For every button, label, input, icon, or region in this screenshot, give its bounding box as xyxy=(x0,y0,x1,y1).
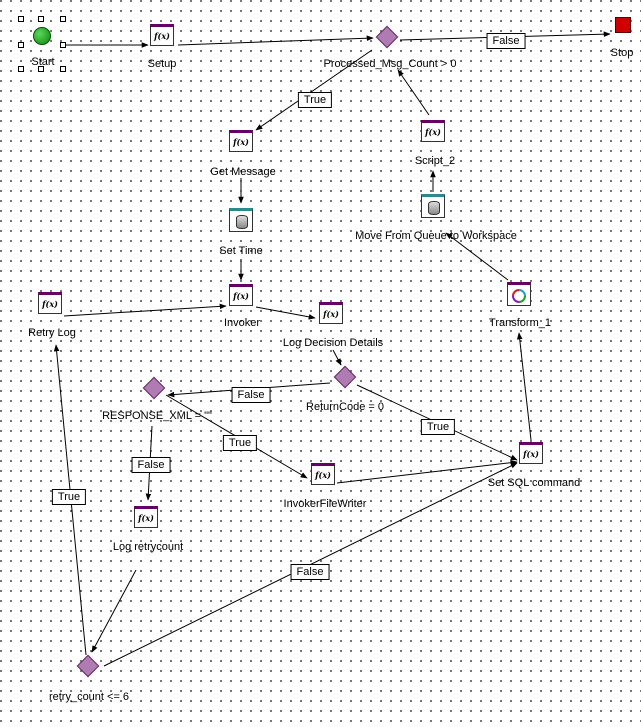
edge-setsql-transform[interactable] xyxy=(516,332,532,441)
script-2-label: Script_2 xyxy=(414,155,456,167)
function-icon: f(x) xyxy=(233,137,249,147)
stop-label: Stop xyxy=(610,47,634,59)
function-icon: f(x) xyxy=(42,299,58,309)
edge-label-returncode-false[interactable]: False xyxy=(231,387,271,403)
get-message-node[interactable]: f(x) xyxy=(229,130,253,152)
set-sql-command-node[interactable]: f(x) xyxy=(519,442,543,464)
edge-invoker-logdecision[interactable] xyxy=(255,306,316,320)
retry-count-label: retry_count <= 6 xyxy=(48,691,130,703)
selection-handle[interactable] xyxy=(18,42,24,48)
selection-handle[interactable] xyxy=(18,66,24,72)
retry-log-label: Retry Log xyxy=(28,327,76,339)
edge-label-response-true[interactable]: True xyxy=(222,435,258,451)
function-icon: f(x) xyxy=(154,31,170,41)
start-label: Start xyxy=(31,56,55,68)
setup-node[interactable]: f(x) xyxy=(150,24,174,46)
edge-label-processed-true[interactable]: True xyxy=(297,92,333,108)
invoker-file-writer-node[interactable]: f(x) xyxy=(311,463,335,485)
edge-label-returncode-true[interactable]: True xyxy=(420,419,456,435)
edge-setup-processed[interactable] xyxy=(177,35,374,46)
function-icon: f(x) xyxy=(315,470,331,480)
selection-handle[interactable] xyxy=(60,66,66,72)
retry-log-node[interactable]: f(x) xyxy=(38,292,62,314)
log-decision-details-node[interactable]: f(x) xyxy=(319,302,343,324)
selection-handle[interactable] xyxy=(38,16,44,22)
get-message-label: Get Message xyxy=(210,166,276,178)
log-retrycount-label: Log retrycount xyxy=(112,541,184,553)
function-icon: f(x) xyxy=(233,291,249,301)
selection-handle[interactable] xyxy=(38,66,44,72)
edge-label-retry-true[interactable]: True xyxy=(51,489,87,505)
edge-processed-getmessage[interactable] xyxy=(255,49,373,131)
response-xml-label: RESPONSE_XML = "" xyxy=(102,410,212,422)
setup-label: Setup xyxy=(147,58,177,70)
function-icon: f(x) xyxy=(523,449,539,459)
database-icon xyxy=(428,201,440,215)
function-icon: f(x) xyxy=(425,127,441,137)
selection-handle[interactable] xyxy=(18,16,24,22)
edge-invokerfilewriter-setsql[interactable] xyxy=(336,459,518,484)
function-icon: f(x) xyxy=(323,309,339,319)
selection-handle[interactable] xyxy=(60,16,66,22)
transform-1-node[interactable] xyxy=(507,282,531,306)
log-decision-details-label: Log Decision Details xyxy=(282,337,384,349)
edge-logretrycount-retrycount[interactable] xyxy=(91,569,137,653)
set-time-label: Set Time xyxy=(219,245,263,257)
edge-label-processed-false[interactable]: False xyxy=(486,33,526,49)
edge-script2-processed[interactable] xyxy=(397,69,430,116)
start-node[interactable] xyxy=(33,27,51,45)
database-icon xyxy=(236,215,248,229)
edge-logdecision-returncode[interactable] xyxy=(332,349,342,366)
invoker-file-writer-label: InvokerFileWriter xyxy=(283,498,367,510)
return-code-label: ReturnCode = 0 xyxy=(306,401,384,413)
edge-label-response-false[interactable]: False xyxy=(131,457,171,473)
set-time-node[interactable] xyxy=(229,208,253,232)
transform-1-label: Transform_1 xyxy=(489,317,551,329)
log-retrycount-node[interactable]: f(x) xyxy=(134,506,158,528)
selection-handle[interactable] xyxy=(60,42,66,48)
set-sql-command-label: Set SQL command xyxy=(487,477,581,489)
stop-node[interactable] xyxy=(615,17,631,33)
move-from-queue-label: Move From Queue to Workspace xyxy=(355,230,517,242)
transform-icon xyxy=(512,289,526,303)
edge-retrylog-invoker[interactable] xyxy=(63,303,227,317)
edge-transform-movefromqueue[interactable] xyxy=(445,232,509,281)
processed-msg-count-label: Processed_Msg_Count > 0 xyxy=(323,58,457,70)
move-from-queue-node[interactable] xyxy=(421,194,445,218)
script-2-node[interactable]: f(x) xyxy=(421,120,445,142)
invoker-label: Invoker xyxy=(223,317,261,329)
function-icon: f(x) xyxy=(138,513,154,523)
edge-label-retry-false[interactable]: False xyxy=(290,564,330,580)
invoker-node[interactable]: f(x) xyxy=(229,284,253,306)
